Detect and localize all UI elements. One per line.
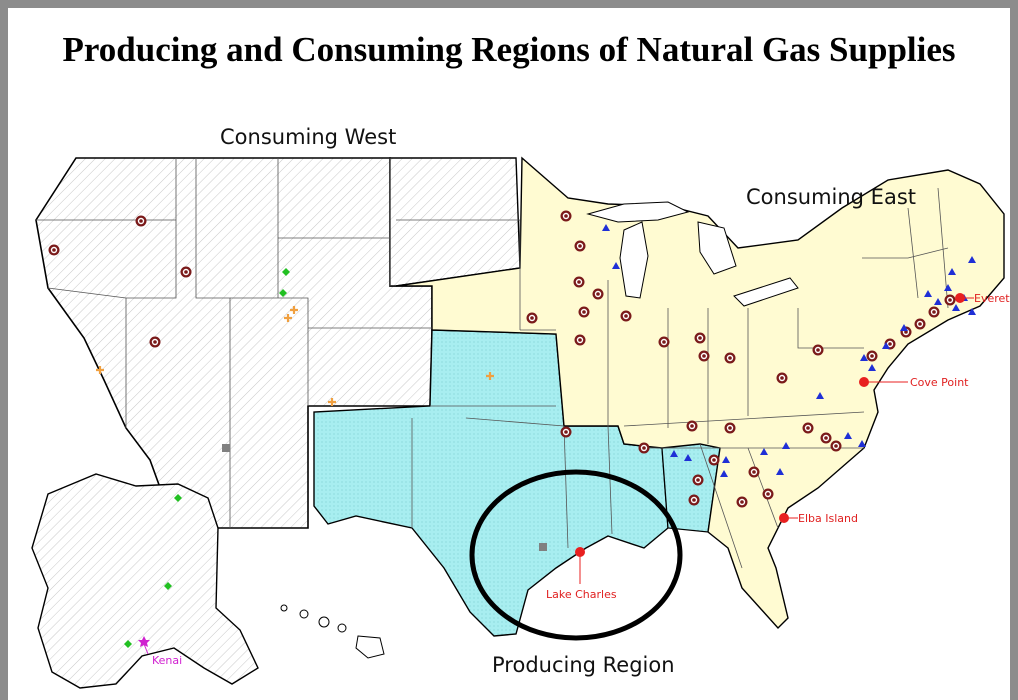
green-diamond-icon <box>282 268 290 276</box>
blue-triangle-icon <box>944 284 952 291</box>
consuming-east-label: Consuming East <box>746 185 916 209</box>
blue-triangle-icon <box>670 450 678 457</box>
storage-marker <box>928 306 940 318</box>
green-diamond-icon <box>124 640 132 648</box>
storage-marker <box>638 442 650 454</box>
lake-superior <box>586 201 690 223</box>
blue-triangle-icon <box>684 454 692 461</box>
blue-triangle-icon <box>868 364 876 371</box>
blue-triangle-icon <box>782 442 790 449</box>
storage-marker <box>820 432 832 444</box>
blue-triangle-icon <box>882 342 890 349</box>
blue-triangle-icon <box>722 456 730 463</box>
storage-marker <box>574 334 586 346</box>
storage-marker <box>748 466 760 478</box>
storage-marker <box>560 426 572 438</box>
blue-triangle-icon <box>952 304 960 311</box>
plus-markers <box>96 306 494 406</box>
storage-marker <box>620 310 632 322</box>
orange-plus-icon <box>284 314 292 322</box>
storage-marker <box>592 288 604 300</box>
blue-triangle-icon <box>612 262 620 269</box>
storage-marker <box>724 352 736 364</box>
blue-triangle-icon <box>720 470 728 477</box>
storage-marker <box>708 454 720 466</box>
square-markers <box>222 444 547 551</box>
consuming-west-north <box>389 157 521 287</box>
producing-highlight-circle <box>469 469 683 641</box>
storage-marker <box>802 422 814 434</box>
storage-marker <box>574 240 586 252</box>
storage-marker <box>698 350 710 362</box>
lake-charles-label: Lake Charles <box>546 588 617 601</box>
green-diamond-icon <box>279 289 287 297</box>
storage-marker <box>48 244 60 256</box>
blue-triangle-icon <box>934 298 942 305</box>
orange-plus-icon <box>486 372 494 380</box>
orange-plus-icon <box>328 398 336 406</box>
storage-marker <box>776 372 788 384</box>
consuming-west-label: Consuming West <box>220 125 396 149</box>
gray-square-icon <box>222 444 230 452</box>
blue-triangle-icon <box>858 440 866 447</box>
alaska <box>31 473 259 689</box>
cove-point-marker <box>859 377 869 387</box>
blue-triangle-icon <box>776 468 784 475</box>
orange-plus-icon <box>290 306 298 314</box>
kenai-label: Kenai <box>152 654 182 667</box>
us-map: Consuming West Consuming East Producing … <box>31 125 1010 689</box>
storage-marker <box>830 440 842 452</box>
cove-point-label: Cove Point <box>910 376 969 389</box>
blue-triangle-icon <box>816 392 824 399</box>
state-borders <box>36 158 949 569</box>
storage-marker <box>812 344 824 356</box>
storage-marker <box>686 420 698 432</box>
everett-marker <box>955 293 965 303</box>
blue-triangle-icon <box>760 448 768 455</box>
hawaii <box>280 604 385 659</box>
lake-erie <box>733 277 799 307</box>
map-title: Producing and Consuming Regions of Natur… <box>62 30 956 69</box>
storage-marker <box>692 474 704 486</box>
elba-island-label: Elba Island <box>798 512 858 525</box>
blue-triangle-icon <box>968 308 976 315</box>
lake-huron <box>697 221 737 275</box>
storage-marker <box>944 294 956 306</box>
elba-island-marker <box>779 513 789 523</box>
storage-marker <box>762 488 774 500</box>
storage-marker <box>180 266 192 278</box>
storage-marker <box>135 215 147 227</box>
storage-marker <box>724 422 736 434</box>
blue-triangle-icon <box>968 256 976 263</box>
lng-terminals: Everett Cove Point Elba Island Lake Char… <box>138 292 1010 667</box>
storage-marker <box>149 336 161 348</box>
storage-marker <box>573 276 585 288</box>
storage-marker <box>526 312 538 324</box>
producing-region-label: Producing Region <box>492 653 675 677</box>
storage-marker <box>736 496 748 508</box>
storage-marker <box>578 306 590 318</box>
blue-triangle-icon <box>924 290 932 297</box>
storage-marker <box>914 318 926 330</box>
blue-triangle-icon <box>900 324 908 331</box>
blue-triangle-icon <box>860 354 868 361</box>
storage-marker <box>694 332 706 344</box>
everett-label: Everett <box>974 292 1010 305</box>
green-diamond-icon <box>174 494 182 502</box>
lake-michigan <box>619 221 649 299</box>
storage-marker <box>866 350 878 362</box>
blue-triangle-icon <box>844 432 852 439</box>
orange-plus-icon <box>96 366 104 374</box>
blue-triangle-icon <box>948 268 956 275</box>
diamond-markers <box>124 268 290 648</box>
storage-marker <box>560 210 572 222</box>
storage-marker <box>658 336 670 348</box>
lake-charles-marker <box>575 547 585 557</box>
gray-square-icon <box>539 543 547 551</box>
kenai-marker <box>138 636 150 647</box>
storage-marker <box>688 494 700 506</box>
blue-triangle-icon <box>602 224 610 231</box>
green-diamond-icon <box>164 582 172 590</box>
